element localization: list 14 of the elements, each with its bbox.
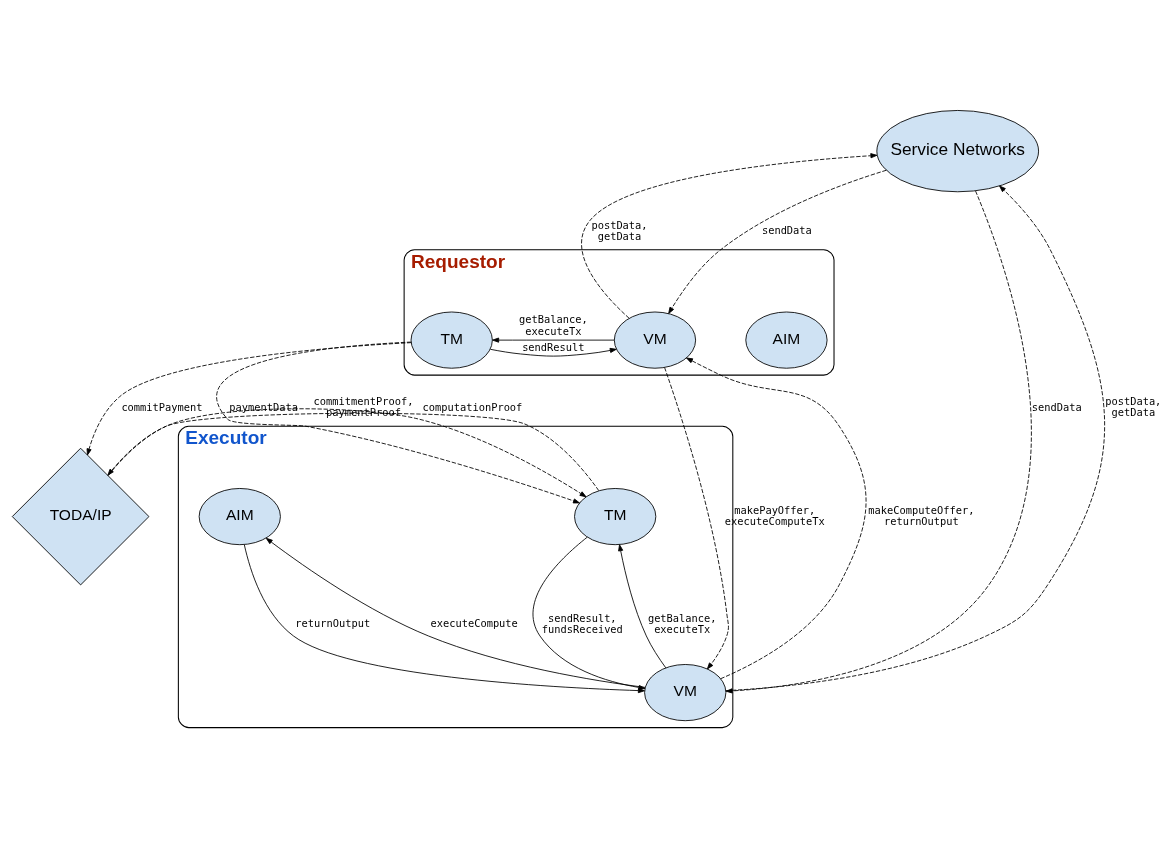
edge-label: postData, getData: [1105, 394, 1162, 418]
edge-label: commitPayment: [121, 400, 203, 413]
edge-label: postData, getData: [591, 218, 648, 242]
edge-label: sendData: [1031, 400, 1082, 413]
edge-label: returnOutput: [295, 616, 371, 629]
edge-label: getBalance, executeTx: [647, 611, 717, 635]
edge-label: sendResult, fundsReceived: [541, 611, 623, 635]
edge-label: executeCompute: [430, 616, 518, 629]
edge-label: makeComputeOffer, returnOutput: [868, 503, 975, 527]
edge-label: paymentData: [229, 400, 298, 413]
edge-label: getBalance, executeTx: [519, 312, 588, 337]
edge-label: computationProof: [422, 400, 523, 413]
edge-label: sendData: [761, 223, 812, 236]
edge-label: sendResult: [522, 340, 585, 353]
